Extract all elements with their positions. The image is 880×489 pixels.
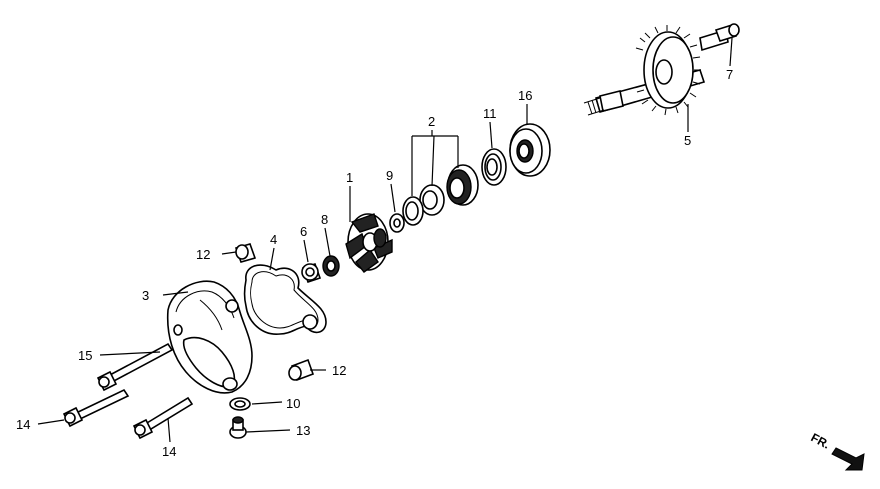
fr-label: FR. [809,430,833,451]
callout-15: 15 [78,348,92,363]
callout-3: 3 [142,288,149,303]
callout-5: 5 [684,133,691,148]
leader-lines [37,37,733,443]
callout-12-upper: 12 [196,247,210,262]
callout-13: 13 [296,423,310,438]
part-7-pin [714,23,740,42]
callout-4: 4 [270,232,277,247]
callout-14-left: 14 [16,417,30,432]
part-14-left-bolt [62,388,130,428]
part-16-bearing [509,123,551,177]
part-15-bolt [96,342,174,392]
callout-8: 8 [321,212,328,227]
callout-6: 6 [300,224,307,239]
part-12-lower-dowel [288,358,315,382]
part-9-washer [389,213,405,233]
front-direction-indicator: FR. [809,430,865,471]
callout-1: 1 [346,170,353,185]
part-13-drain-bolt [229,416,247,439]
fr-arrow-icon [831,447,865,471]
part-6-dowel [301,262,322,284]
callout-2: 2 [428,114,435,129]
part-3-pump-cover [166,280,253,394]
part-2-mechanical-seal [402,164,479,226]
callout-labels: 1 2 3 4 5 6 7 8 9 10 11 12 12 13 14 14 1… [16,67,733,459]
part-11-oil-seal [481,148,507,186]
callout-14-lower: 14 [162,444,176,459]
callout-16: 16 [518,88,532,103]
part-5-pump-shaft-gear [583,25,729,116]
part-4-gasket [243,264,327,335]
callout-9: 9 [386,168,393,183]
part-14-lower-bolt [132,396,194,440]
part-1-impeller [345,213,393,273]
part-12-upper-dowel [234,243,257,263]
shaft-thread [583,97,605,116]
callout-12-lower: 12 [332,363,346,378]
callout-7: 7 [726,67,733,82]
callout-11: 11 [483,106,497,121]
part-10-sealing-washer [229,397,251,411]
gear-hub [655,59,673,85]
gear-face [652,36,694,104]
shaft-collar [599,90,624,112]
gear-teeth [635,25,701,116]
callout-10: 10 [286,396,300,411]
part-8-nut [322,255,340,277]
